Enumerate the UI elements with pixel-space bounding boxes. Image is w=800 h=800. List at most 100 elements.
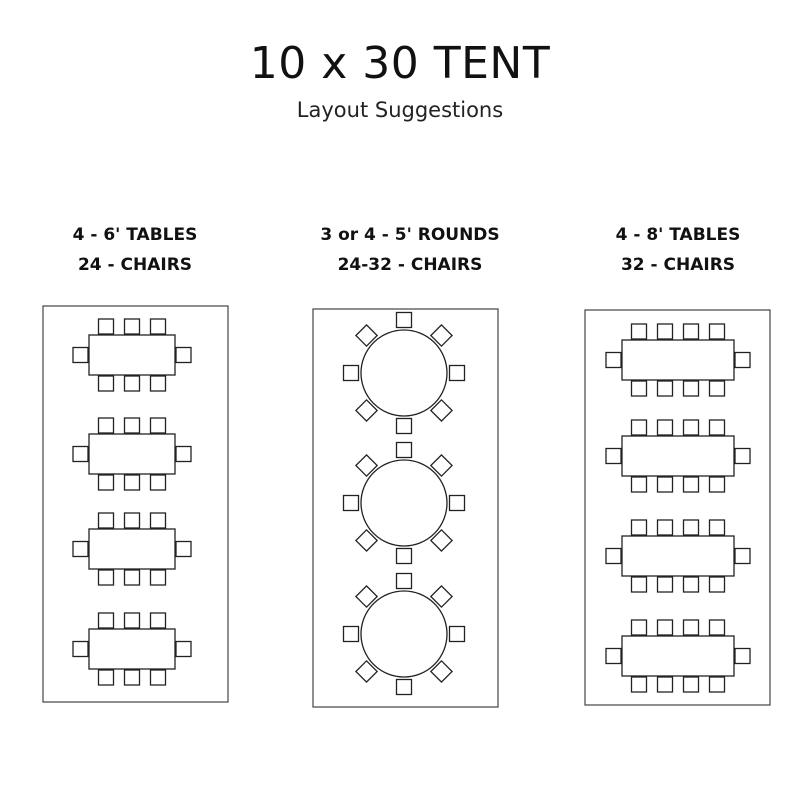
chair bbox=[682, 419, 700, 436]
chair bbox=[342, 364, 360, 382]
rectangular-table bbox=[621, 535, 735, 577]
chair bbox=[395, 547, 413, 565]
chair bbox=[605, 447, 622, 465]
chair bbox=[175, 640, 192, 658]
chair bbox=[448, 364, 466, 382]
chair bbox=[682, 323, 700, 340]
label-chair-count: 24 - CHAIRS bbox=[77, 255, 193, 275]
chair bbox=[656, 419, 674, 436]
chair bbox=[429, 528, 454, 553]
chair bbox=[123, 375, 141, 392]
chair bbox=[630, 576, 648, 593]
chair bbox=[708, 476, 726, 493]
chair bbox=[175, 445, 192, 463]
chair bbox=[175, 540, 192, 558]
chair bbox=[682, 619, 700, 636]
chair bbox=[149, 318, 167, 335]
chair bbox=[123, 612, 141, 629]
chair bbox=[72, 640, 89, 658]
chair bbox=[123, 474, 141, 491]
chair bbox=[734, 547, 751, 565]
chair bbox=[395, 311, 413, 329]
chair bbox=[708, 676, 726, 693]
chair bbox=[72, 445, 89, 463]
chair bbox=[630, 323, 648, 340]
chair bbox=[682, 380, 700, 397]
round-table bbox=[360, 329, 448, 417]
chair bbox=[734, 447, 751, 465]
chair bbox=[448, 494, 466, 512]
chair bbox=[342, 494, 360, 512]
chair bbox=[630, 419, 648, 436]
chair bbox=[429, 453, 454, 478]
label-table-count: 4 - 8' TABLES bbox=[615, 225, 741, 245]
chair bbox=[429, 659, 454, 684]
rectangular-table bbox=[88, 334, 176, 376]
rectangular-table bbox=[88, 528, 176, 570]
chair bbox=[175, 346, 192, 364]
chair bbox=[656, 619, 674, 636]
tent-layout-five-foot-rounds bbox=[312, 308, 499, 708]
tent-layout-eight-foot-tables bbox=[584, 309, 771, 706]
chair bbox=[708, 419, 726, 436]
label-table-count: 4 - 6' TABLES bbox=[72, 225, 198, 245]
chair bbox=[630, 380, 648, 397]
rectangular-table bbox=[88, 628, 176, 670]
chair bbox=[630, 519, 648, 536]
chair bbox=[630, 619, 648, 636]
chair bbox=[656, 476, 674, 493]
chair bbox=[72, 346, 89, 364]
chair bbox=[656, 323, 674, 340]
chair bbox=[149, 569, 167, 586]
chair bbox=[630, 476, 648, 493]
chair bbox=[354, 584, 379, 609]
chair bbox=[97, 417, 115, 434]
rectangular-table bbox=[621, 339, 735, 381]
chair bbox=[682, 576, 700, 593]
chair bbox=[149, 612, 167, 629]
tent-layout-six-foot-tables bbox=[42, 305, 229, 703]
chair bbox=[354, 528, 379, 553]
chair bbox=[656, 676, 674, 693]
chair bbox=[97, 569, 115, 586]
chair bbox=[97, 669, 115, 686]
chair bbox=[395, 678, 413, 696]
chair bbox=[448, 625, 466, 643]
label-table-count: 3 or 4 - 5' ROUNDS bbox=[320, 225, 500, 245]
chair bbox=[97, 474, 115, 491]
chair bbox=[708, 576, 726, 593]
chair bbox=[682, 676, 700, 693]
chair bbox=[630, 676, 648, 693]
chair bbox=[656, 380, 674, 397]
chair bbox=[429, 584, 454, 609]
chair bbox=[123, 318, 141, 335]
chair bbox=[123, 512, 141, 529]
chair bbox=[429, 398, 454, 423]
label-chair-count: 32 - CHAIRS bbox=[620, 255, 736, 275]
chair bbox=[682, 519, 700, 536]
rectangular-table bbox=[88, 433, 176, 475]
label-chair-count: 24-32 - CHAIRS bbox=[337, 255, 483, 275]
chair bbox=[72, 540, 89, 558]
chair bbox=[734, 647, 751, 665]
chair bbox=[708, 380, 726, 397]
chair bbox=[149, 474, 167, 491]
round-table bbox=[360, 590, 448, 678]
rectangular-table bbox=[621, 635, 735, 677]
chair bbox=[605, 351, 622, 369]
chair bbox=[123, 569, 141, 586]
rectangular-table bbox=[621, 435, 735, 477]
chair bbox=[97, 612, 115, 629]
page-subtitle: Layout Suggestions bbox=[296, 98, 504, 122]
chair bbox=[149, 669, 167, 686]
chair bbox=[656, 576, 674, 593]
chair bbox=[656, 519, 674, 536]
chair bbox=[708, 619, 726, 636]
chair bbox=[734, 351, 751, 369]
chair bbox=[97, 375, 115, 392]
chair bbox=[342, 625, 360, 643]
chair bbox=[395, 441, 413, 459]
page-title: 10 x 30 TENT bbox=[249, 38, 551, 89]
chair bbox=[429, 323, 454, 348]
